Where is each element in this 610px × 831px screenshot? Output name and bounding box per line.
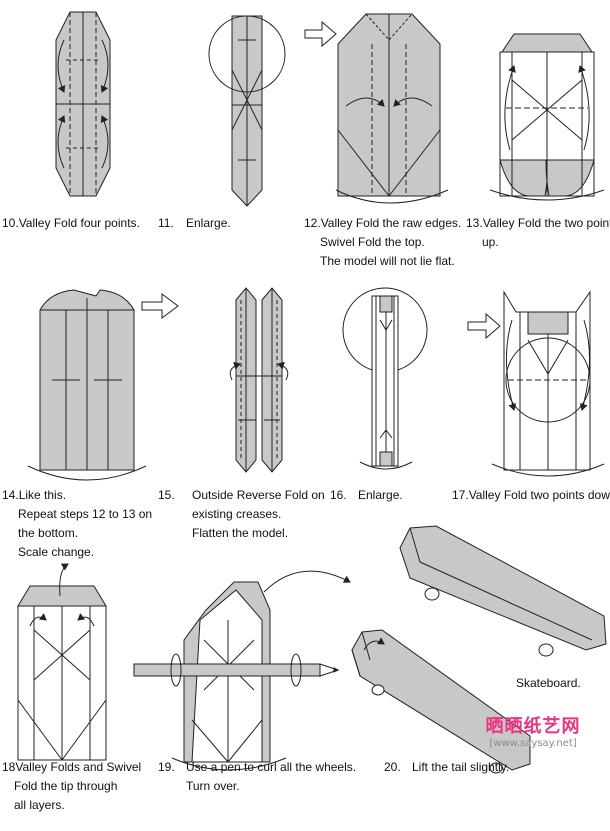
step-12-number: 12.	[304, 216, 321, 230]
step-11-figure	[208, 15, 286, 207]
watermark: 晒晒纸艺网 [www.saysay.net]	[458, 716, 608, 750]
step-15-line-1: Outside Reverse Fold on	[192, 488, 325, 502]
step-17-figure	[491, 290, 605, 477]
step-14-line-4: Scale change.	[18, 545, 95, 559]
step-14-line-2: Repeat steps 12 to 13 on	[18, 507, 153, 521]
step-11-arrow	[304, 20, 337, 48]
step-11-line-1: Enlarge.	[186, 216, 231, 230]
caption-step-18: 18Valley Folds and Swivel Fold the tip t…	[2, 758, 141, 815]
skateboard-label: Skateboard.	[516, 676, 581, 690]
step-18-line-2: Fold the tip through	[14, 779, 118, 793]
step-12-figure	[335, 13, 449, 204]
step-15-number: 15.	[158, 488, 175, 502]
caption-step-15: 15. Outside Reverse Fold on existing crea…	[158, 486, 325, 543]
step-11-number: 11.	[158, 216, 174, 230]
step-16-figure	[342, 287, 428, 470]
caption-step-14: 14.Like this. Repeat steps 12 to 13 on t…	[2, 486, 152, 562]
step-15-figure	[229, 287, 289, 473]
step-15-line-3: Flatten the model.	[192, 526, 289, 540]
step-13-line-1: Valley Fold the two points	[482, 216, 610, 230]
step-16-number: 16.	[330, 488, 347, 502]
watermark-url: [www.saysay.net]	[489, 738, 577, 749]
step-12-line-1: Valley Fold the raw edges.	[320, 216, 462, 230]
step-14-figure	[27, 289, 147, 481]
caption-step-17: 17.Valley Fold two points down.	[452, 486, 610, 505]
step-18-line-1: Valley Folds and Swivel	[15, 760, 142, 774]
caption-step-20: 20. Lift the tail slightly.	[384, 758, 509, 777]
step-10-figure	[55, 11, 111, 197]
caption-step-16: 16. Enlarge.	[330, 486, 403, 505]
step-19-line-2: Turn over.	[186, 779, 240, 793]
step-10-line-1: Valley Fold four points.	[18, 216, 140, 230]
caption-step-12: 12.Valley Fold the raw edges. Swivel Fol…	[304, 214, 461, 271]
step-10-number: 10.	[2, 216, 19, 230]
step-20-line-1: Lift the tail slightly.	[412, 760, 510, 774]
caption-step-19: 19. Use a pen to curl all the wheels. Tur…	[158, 758, 356, 796]
step-12-line-2: Swivel Fold the top.	[320, 235, 425, 249]
step-20-number: 20.	[384, 760, 401, 774]
step-13-number: 13.	[466, 216, 483, 230]
step-17-line-1: Valley Fold two points down.	[468, 488, 610, 502]
watermark-title: 晒晒纸艺网	[485, 716, 581, 737]
step-17-number: 17.	[452, 488, 469, 502]
step-19-line-1: Use a pen to curl all the wheels.	[186, 760, 357, 774]
step-16-line-1: Enlarge.	[358, 488, 403, 502]
step-18-number: 18	[2, 760, 16, 774]
caption-step-10: 10.Valley Fold four points.	[2, 214, 140, 233]
step-19-figure	[133, 570, 351, 771]
step-14-line-1: Like this.	[18, 488, 67, 502]
step-12-line-3: The model will not lie flat.	[320, 254, 455, 268]
step-13-line-2: up.	[482, 235, 499, 249]
step-19-number: 19.	[158, 760, 175, 774]
step-15-line-2: existing creases.	[192, 507, 282, 521]
step-13-figure	[489, 33, 605, 201]
caption-step-13: 13.Valley Fold the two points up.	[466, 214, 610, 252]
skateboard-figure	[399, 525, 607, 657]
step-18-figure	[17, 563, 107, 761]
step-14-arrow	[141, 293, 179, 319]
step-20-figure	[351, 629, 531, 774]
step-14-line-3: the bottom.	[18, 526, 79, 540]
caption-step-11: 11. Enlarge.	[158, 214, 231, 233]
step-14-number: 14.	[2, 488, 19, 502]
step-18-line-3: all layers.	[14, 798, 65, 812]
step-16-arrow	[467, 312, 501, 340]
